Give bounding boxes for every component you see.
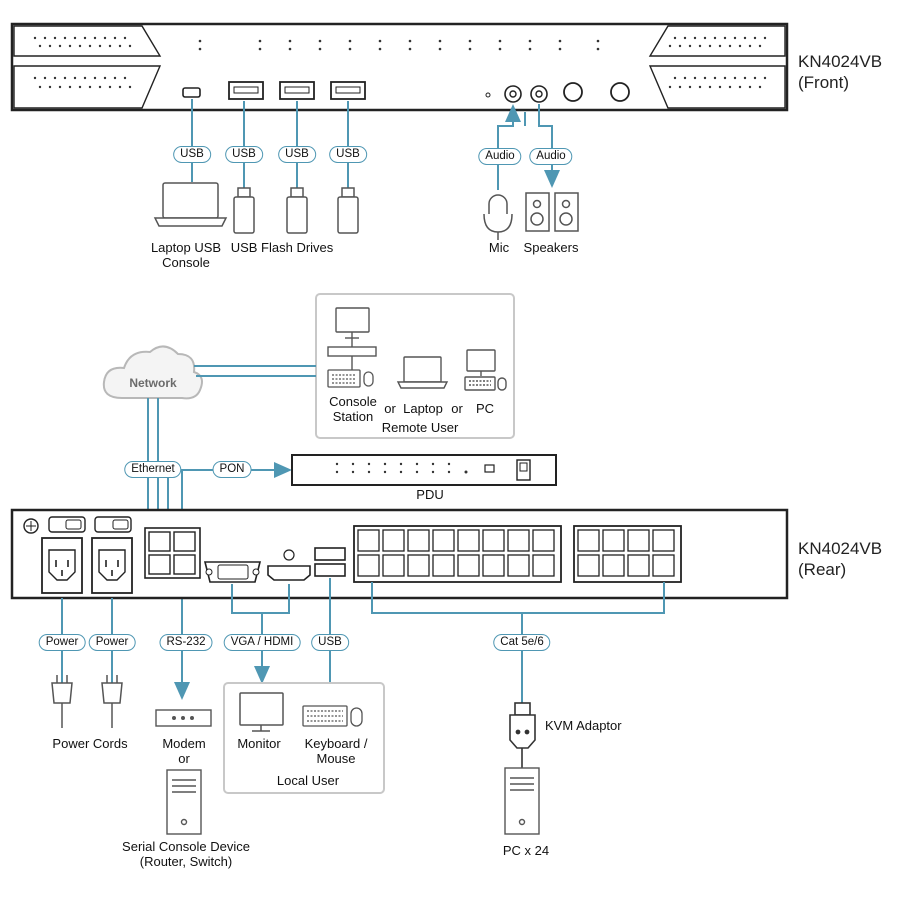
- keyboard-icon: [327, 369, 361, 388]
- usb-tag-flash-2: USB: [278, 146, 316, 163]
- kvm-adaptor-icon: [509, 702, 536, 768]
- pc-tower-icon: [504, 767, 540, 835]
- laptop-console-line2: Console: [162, 255, 210, 270]
- console-station-label: Console Station: [329, 394, 377, 424]
- front-panel: [10, 22, 789, 112]
- pc-tower-icon: [166, 769, 202, 835]
- modem-or-text: or: [178, 751, 190, 766]
- audio-tag-mic: Audio: [478, 148, 522, 165]
- keyboard-mouse-line2: Mouse: [316, 751, 356, 766]
- laptop-icon: [396, 356, 449, 389]
- flash-drives-label: USB Flash Drives: [230, 240, 334, 255]
- mic-label: Mic: [488, 240, 510, 255]
- console-station-line1: Console: [329, 394, 377, 409]
- kvm-port: [532, 529, 555, 552]
- laptop-console-label: Laptop USB Console: [151, 240, 221, 270]
- kvm-port: [382, 554, 405, 577]
- pc-count-label: PC x 24: [502, 843, 550, 858]
- microphone-icon: [483, 194, 513, 240]
- rear-model-name: KN4024VB: [798, 539, 883, 558]
- keyboard-mouse-label: Keyboard / Mouse: [305, 736, 368, 766]
- usb-tag-flash-1: USB: [225, 146, 263, 163]
- kvm-port-bank: [353, 525, 682, 583]
- mouse-icon: [363, 371, 374, 387]
- laptop-console-line1: Laptop USB: [150, 240, 222, 255]
- front-model-name: KN4024VB: [798, 52, 883, 71]
- kvm-port: [432, 554, 455, 577]
- pdu-icon: [291, 454, 557, 486]
- network-label: Network: [129, 376, 177, 390]
- kvm-port: [482, 554, 505, 577]
- keyboard-icon: [302, 705, 348, 727]
- remote-user-caption: Remote User: [381, 420, 459, 435]
- modem-icon: [155, 709, 212, 727]
- remote-pc-label: PC: [475, 401, 495, 416]
- kvm-port: [432, 529, 455, 552]
- front-cables: [191, 99, 560, 190]
- kvm-port: [357, 554, 380, 577]
- monitor-icon: [239, 692, 284, 732]
- front-side-label: (Front): [798, 73, 849, 92]
- front-model-label: KN4024VB (Front): [798, 51, 882, 93]
- kvm-port: [577, 529, 600, 552]
- power-tag-1: Power: [38, 634, 86, 651]
- kvm-port: [602, 554, 625, 577]
- modem-text: Modem: [162, 736, 206, 751]
- kvm-port: [627, 529, 650, 552]
- kvm-port: [407, 529, 430, 552]
- kvm-adaptor-label: KVM Adaptor: [545, 718, 622, 733]
- cat-cable-tag: Cat 5e/6: [493, 634, 551, 651]
- kvm-port: [652, 554, 675, 577]
- kvm-port: [652, 529, 675, 552]
- kvm-port: [482, 529, 505, 552]
- kvm-port: [577, 554, 600, 577]
- remote-laptop-label: Laptop: [403, 401, 443, 416]
- rear-model-label: KN4024VB (Rear): [798, 538, 882, 580]
- kvm-port: [507, 529, 530, 552]
- speakers-label: Speakers: [523, 240, 579, 255]
- usb-tag-laptop: USB: [173, 146, 211, 163]
- monitor-label: Monitor: [237, 736, 281, 751]
- console-station-line2: Station: [332, 409, 374, 424]
- serial-console-line2: (Router, Switch): [139, 854, 233, 869]
- power-cords-label: Power Cords: [52, 736, 128, 751]
- kvm-port: [457, 529, 480, 552]
- kvm-port: [457, 554, 480, 577]
- or-label-1: or: [384, 401, 396, 416]
- pon-tag: PON: [212, 461, 252, 478]
- rear-side-label: (Rear): [798, 560, 847, 579]
- rs232-tag: RS-232: [159, 634, 213, 651]
- laptop-icon: [153, 182, 228, 227]
- kvm-port: [627, 554, 650, 577]
- network-cloud-icon: [102, 345, 203, 400]
- audio-tag-speakers: Audio: [529, 148, 573, 165]
- usb-flash-icon: [233, 187, 359, 234]
- mouse-icon: [350, 707, 363, 727]
- keyboard-mouse-line1: Keyboard /: [304, 736, 368, 751]
- serial-console-line1: Serial Console Device: [122, 839, 250, 854]
- monitor-icon: [327, 307, 377, 370]
- kvm-port: [602, 529, 625, 552]
- kvm-port: [507, 554, 530, 577]
- usb-tag-flash-3: USB: [329, 146, 367, 163]
- monitor-icon: [464, 349, 507, 391]
- local-user-caption: Local User: [276, 773, 340, 788]
- power-tag-2: Power: [88, 634, 136, 651]
- ethernet-tag: Ethernet: [124, 461, 182, 478]
- vga-hdmi-tag: VGA / HDMI: [223, 634, 301, 651]
- kvm-port: [532, 554, 555, 577]
- modem-label: Modem or: [162, 736, 205, 766]
- usb-tag-rear: USB: [311, 634, 349, 651]
- or-label-2: or: [451, 401, 463, 416]
- speaker-icon: [525, 192, 579, 232]
- kvm-port: [407, 554, 430, 577]
- power-plug-icon: [51, 675, 123, 728]
- pdu-label: PDU: [416, 487, 444, 502]
- serial-console-label: Serial Console Device (Router, Switch): [122, 839, 250, 869]
- kvm-port: [357, 529, 380, 552]
- kvm-port: [382, 529, 405, 552]
